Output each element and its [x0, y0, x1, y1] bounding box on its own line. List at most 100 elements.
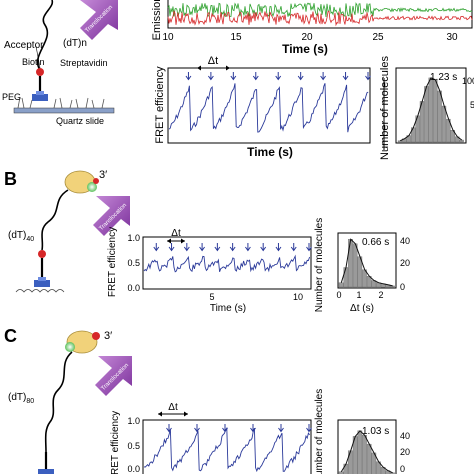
- burst-arrow: [306, 243, 312, 252]
- fret-y-tick-1-c: 1.0: [127, 416, 140, 426]
- histogram-c: 1.03 s 40 20 0 Number of molecules: [314, 389, 410, 474]
- top-x-axis-label: Time (s): [282, 42, 328, 56]
- panel-c: C 3′ (dT)80 Translocation Δt 1.0 0.5 0.0: [4, 326, 410, 474]
- histogram-a: 1.23 s 50 100 Number of molecules: [379, 56, 474, 160]
- fret-trace-a: Δt FRET efficiency Time (s): [154, 55, 371, 159]
- panel-a: Emission 10 15 20 25 30 Time (s) Translo…: [2, 0, 474, 160]
- ssdna-strand-b: [41, 189, 69, 251]
- schematic-c: 3′ (dT)80 Translocation: [8, 330, 132, 474]
- burst-arrow: [222, 424, 228, 433]
- burst-arrows-a: [185, 72, 371, 81]
- panel-b: B 3′ (dT)40 Translocation Δt 0: [4, 169, 410, 314]
- fret-x-tick-5-b: 5: [209, 292, 214, 302]
- hist-axis-label-a: Number of molecules: [379, 56, 391, 160]
- hist-x-tick-1-b: 1: [356, 290, 361, 300]
- burst-arrow: [168, 243, 175, 252]
- strand-label-b: (dT)40: [8, 230, 34, 243]
- fret-trace-c: Δt 1.0 0.5 0.0 FRET efficiency: [110, 402, 312, 474]
- fret-y-tick-0-b: 0.0: [127, 283, 140, 293]
- biotin-label: Biotin: [22, 57, 45, 67]
- burst-arrow: [153, 243, 160, 252]
- histogram-bar: [343, 463, 349, 474]
- translocation-arrow-a: [80, 0, 118, 40]
- burst-arrow: [320, 72, 327, 81]
- acceptor-dye-b: [38, 250, 46, 258]
- histogram-bar: [424, 86, 429, 143]
- donor-emission-line: [167, 2, 473, 18]
- burst-arrow: [278, 424, 284, 433]
- burst-arrow: [194, 424, 200, 433]
- peg-brush-a: [17, 96, 105, 109]
- acceptor-label: Acceptor: [4, 40, 44, 51]
- histogram-bar: [366, 443, 372, 474]
- burst-arrow: [290, 243, 297, 252]
- top-x-tick-20: 20: [301, 32, 313, 43]
- translocation-arrow-c: [95, 356, 132, 396]
- burst-arrow: [229, 243, 236, 252]
- hist-annotation-a: 1.23 s: [430, 72, 457, 83]
- fret-y-tick-05-b: 0.5: [127, 258, 140, 268]
- schematic-b: 3′ (dT)40 Translocation: [8, 169, 130, 293]
- histogram-bar: [433, 79, 438, 143]
- panel-letter-c: C: [4, 326, 17, 346]
- burst-arrow: [306, 424, 312, 433]
- hist-y-tick-20-b: 20: [400, 258, 410, 268]
- histogram-bar: [338, 282, 344, 288]
- histogram-bar: [357, 430, 363, 474]
- histogram-b: 0.66 s 0 20 40 0 1 2 Δt (s) Number of mo…: [314, 218, 410, 314]
- surface-b: [15, 289, 65, 293]
- quartz-slide-label: Quartz slide: [56, 116, 104, 126]
- burst-arrow: [365, 72, 371, 81]
- hist-annotation-c: 1.03 s: [362, 426, 389, 437]
- hist-y-tick-100-a: 100: [462, 76, 474, 86]
- histogram-bars-c: [338, 430, 395, 474]
- fret-y-tick-1-b: 1.0: [127, 233, 140, 243]
- hist-x-axis-label-b: Δt (s): [350, 303, 374, 314]
- burst-arrow: [183, 243, 190, 252]
- histogram-bar: [459, 139, 464, 143]
- donor-dye-c: [65, 342, 75, 352]
- time-axis-label-a: Time (s): [247, 145, 293, 159]
- hist-y-tick-40-b: 40: [400, 236, 410, 246]
- translocation-arrow-b: [93, 196, 130, 236]
- ssdna-strand-a: [36, 0, 54, 71]
- three-prime-label-c: 3′: [104, 330, 112, 342]
- donor-dye-b: [87, 182, 97, 192]
- top-x-tick-10: 10: [162, 32, 174, 43]
- acceptor-emission-line: [167, 10, 473, 27]
- burst-arrow: [250, 424, 256, 433]
- fret-trace-line-b: [143, 254, 311, 273]
- hist-y-tick-50-a: 50: [470, 100, 474, 110]
- top-x-tick-25: 25: [372, 32, 384, 43]
- top-x-tick-15: 15: [230, 32, 242, 43]
- fret-y-tick-05-c: 0.5: [127, 441, 140, 451]
- burst-arrow: [230, 72, 237, 81]
- time-axis-label-b: Time (s): [210, 303, 246, 314]
- hist-y-tick-0-c: 0: [400, 464, 405, 474]
- burst-arrow: [245, 243, 251, 252]
- histogram-bars-b: [338, 239, 395, 288]
- streptavidin-c: [38, 469, 54, 474]
- hist-annotation-b: 0.66 s: [362, 237, 389, 248]
- emission-axis-label: Emission: [151, 0, 163, 40]
- histogram-bars-a: [397, 77, 464, 143]
- gaussian-fit-a: [399, 77, 463, 142]
- hist-y-tick-20-c: 20: [400, 447, 410, 457]
- streptavidin-label: Streptavidin: [60, 58, 108, 68]
- hist-x-tick-0-b: 0: [336, 290, 341, 300]
- delta-t-label-c: Δt: [168, 402, 178, 413]
- streptavidin-a: [32, 91, 48, 101]
- burst-arrow: [275, 72, 282, 81]
- burst-arrow: [214, 243, 221, 252]
- burst-arrow: [342, 72, 349, 81]
- histogram-bar: [352, 243, 358, 288]
- strand-label-a: (dT)n: [63, 38, 87, 49]
- fret-y-tick-0-c: 0.0: [127, 464, 140, 474]
- fret-axis-label-a: FRET efficiency: [154, 66, 166, 144]
- histogram-bar: [397, 140, 403, 143]
- panel-letter-b: B: [4, 169, 17, 189]
- protein-label-dot-b: [93, 178, 99, 184]
- gaussian-fit-c: [340, 430, 393, 474]
- fret-trace-line-a: [168, 83, 369, 133]
